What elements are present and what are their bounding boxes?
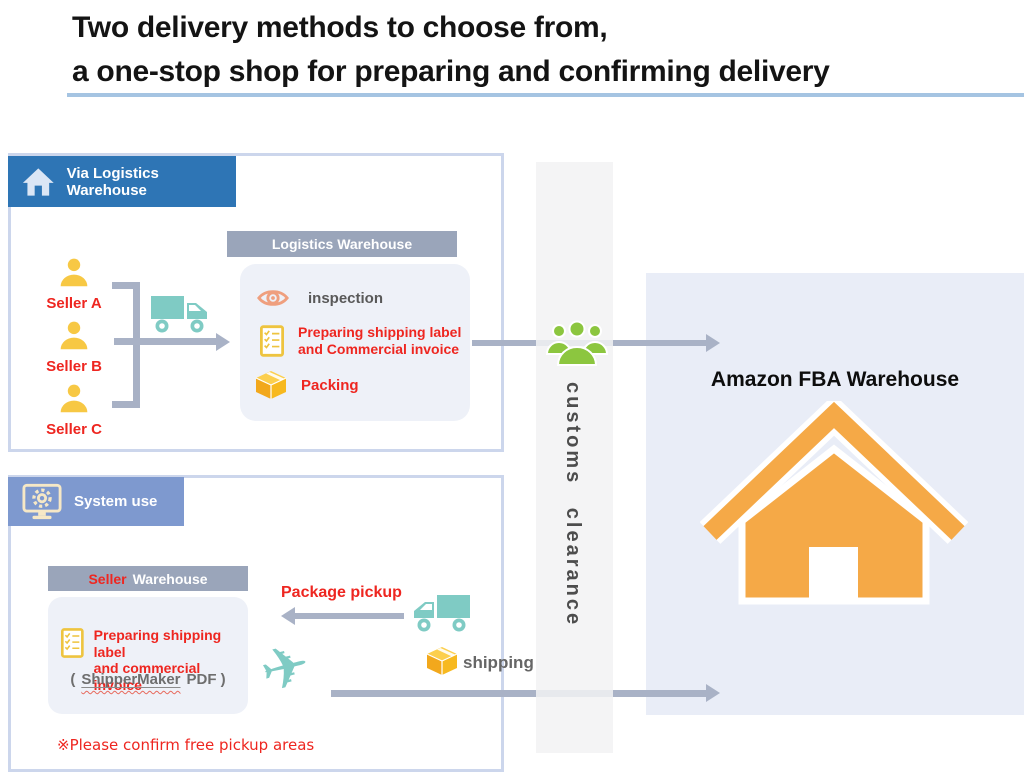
amazon-fba-warehouse-title: Amazon FBA Warehouse <box>710 368 960 391</box>
pdf-suffix: PDF ) <box>186 671 226 688</box>
eye-icon <box>257 290 289 306</box>
person-icon <box>60 321 88 350</box>
shipping-label: shipping <box>463 653 534 672</box>
prepare-label-text-2: Preparing shipping label and commercial … <box>94 627 248 693</box>
shippermaker-word: ShipperMaker <box>81 671 181 688</box>
house-icon <box>22 167 54 196</box>
person-icon <box>60 384 88 413</box>
customs-clearance-label: customs clearance <box>562 382 584 628</box>
page-title-line2: a one-stop shop for preparing and confir… <box>72 55 830 88</box>
logistics-warehouse-header: Logistics Warehouse <box>227 231 457 257</box>
customs-clearance-strip <box>536 162 613 753</box>
bracket-top <box>112 282 140 289</box>
seller-warehouse-header: Seller Warehouse <box>48 566 248 591</box>
logistics-warehouse-panel: inspection Preparing shipping label and … <box>240 264 470 421</box>
prepare-label-line1: Preparing shipping label <box>298 324 462 340</box>
system-use-header: System use <box>8 477 184 526</box>
inspection-label: inspection <box>308 289 384 307</box>
packing-label: Packing <box>301 376 359 394</box>
pickup-truck-icon <box>414 595 470 632</box>
seller-c: Seller C <box>28 383 120 438</box>
seller-warehouse-header-seller: Seller <box>88 570 127 587</box>
prepare-label-line2: and Commercial invoice <box>298 340 460 357</box>
shipping-package-icon <box>426 647 458 675</box>
monitor-gear-icon <box>22 483 62 520</box>
package-pickup-label: Package pickup <box>281 584 402 601</box>
arrow-to-logistics <box>114 338 216 345</box>
pickup-areas-note: ※Please confirm free pickup areas <box>57 736 315 754</box>
seller-b: Seller B <box>28 320 120 375</box>
arrow-logistics-to-amazon-head <box>706 334 720 352</box>
arrow-shipping-to-amazon <box>331 690 707 697</box>
bracket-vertical <box>133 282 140 408</box>
prepare-label-row: Preparing shipping label and Commercial … <box>260 324 461 357</box>
prepare-label-row-2: Preparing shipping label and commercial … <box>61 627 248 693</box>
arrow-package-pickup-head <box>281 607 295 625</box>
truck-icon <box>151 296 207 333</box>
via-logistics-header-label: Via Logistics Warehouse <box>66 164 159 199</box>
person-icon <box>60 258 88 287</box>
customs-people-icon <box>545 320 609 366</box>
page-title-line1: Two delivery methods to choose from, <box>72 11 608 44</box>
amazon-fba-warehouse: Amazon FBA Warehouse <box>646 273 1024 715</box>
prepare-label2-line2: and commercial invoice <box>93 660 201 693</box>
title-underline <box>67 93 1024 97</box>
seller-a-label: Seller A <box>46 295 102 312</box>
prepare-label2-line1: Preparing shipping label <box>93 627 222 660</box>
arrow-package-pickup <box>294 613 404 619</box>
seller-a: Seller A <box>28 257 120 312</box>
shippermaker-line: ( ShipperMaker PDF ) <box>48 671 248 688</box>
arrow-to-logistics-head <box>216 333 230 351</box>
prepare-label-text: Preparing shipping label and Commercial … <box>298 324 461 357</box>
system-use-header-label: System use <box>74 493 158 510</box>
seller-warehouse-header-rest: Warehouse <box>132 570 208 587</box>
bracket-bottom <box>112 401 140 408</box>
logistics-warehouse-header-label: Logistics Warehouse <box>271 236 413 252</box>
inspection-row: inspection <box>256 286 383 310</box>
packing-row: Packing <box>255 370 359 400</box>
seller-b-label: Seller B <box>46 358 102 375</box>
document-icon <box>260 324 284 357</box>
via-logistics-header: Via Logistics Warehouse <box>8 156 236 207</box>
page-title: Two delivery methods to choose from, a o… <box>72 6 830 94</box>
package-icon <box>255 371 287 399</box>
paren-open: ( <box>70 671 76 688</box>
document-icon <box>61 628 84 658</box>
seller-warehouse-panel: Preparing shipping label and commercial … <box>48 597 248 714</box>
arrow-shipping-to-amazon-head <box>706 684 720 702</box>
warehouse-house-icon <box>700 401 968 605</box>
seller-c-label: Seller C <box>46 421 102 438</box>
